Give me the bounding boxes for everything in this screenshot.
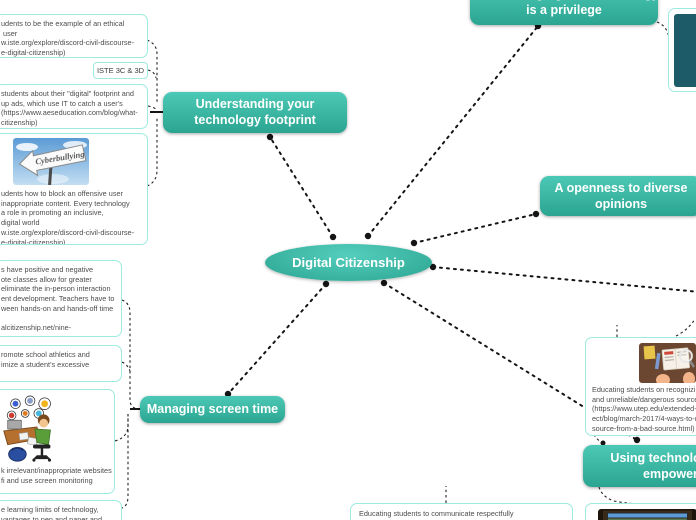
cyberbullying-sign-image: Cyberbullying [13,138,89,185]
note-ethical-user[interactable]: udents to be the example of an ethical u… [0,14,148,58]
cyberbullying-arrow-sign: Cyberbullying [18,144,87,177]
note-classroom-photo[interactable] [585,503,696,520]
privilege-illustration-image [674,14,696,87]
iste-standards-label: ISTE 3C & 3D [96,66,145,75]
evaluating-sources-image [639,343,696,383]
central-topic[interactable]: Digital Citizenship [265,244,432,281]
note-privilege-illustration[interactable] [668,8,696,92]
note-screen-effects[interactable]: s have positive and negative ote classes… [0,260,122,337]
note-school-athletics[interactable]: romote school athletics and imize a stud… [0,345,122,382]
note-digital-footprint-ads[interactable]: students about their "digital" footprint… [0,84,148,129]
note-learning-limits[interactable]: e learning limits of technology, vantage… [0,500,122,520]
node-managing-screen-time[interactable]: Managing screen time [140,396,285,423]
node-diverse-opinions[interactable]: A openness to diverse opinions [540,176,696,216]
node-technology-privilege[interactable]: Acknowledging that technology is a privi… [470,0,659,25]
note-screen-monitoring[interactable]: k irrelevant/inappropriate websites fi a… [0,389,115,494]
note-cyberbullying[interactable]: Cyberbullying udents how to block an off… [0,133,148,245]
classroom-screen-photo-image [598,509,696,520]
note-recognizing-sources[interactable]: Educating students on recognizing and un… [585,337,696,436]
node-technology-footprint[interactable]: Understanding your technology footprint [163,92,347,133]
iste-standards-badge[interactable]: ISTE 3C & 3D [93,62,148,79]
central-topic-label: Digital Citizenship [292,255,405,270]
node-technology-empower[interactable]: Using technology to empower [583,445,696,487]
app-bubbles [6,395,51,421]
note-communicate-respectfully[interactable]: Educating students to communicate respec… [350,503,573,520]
connector-dots [224,22,641,446]
student-computer-cartoon-image [3,394,61,464]
